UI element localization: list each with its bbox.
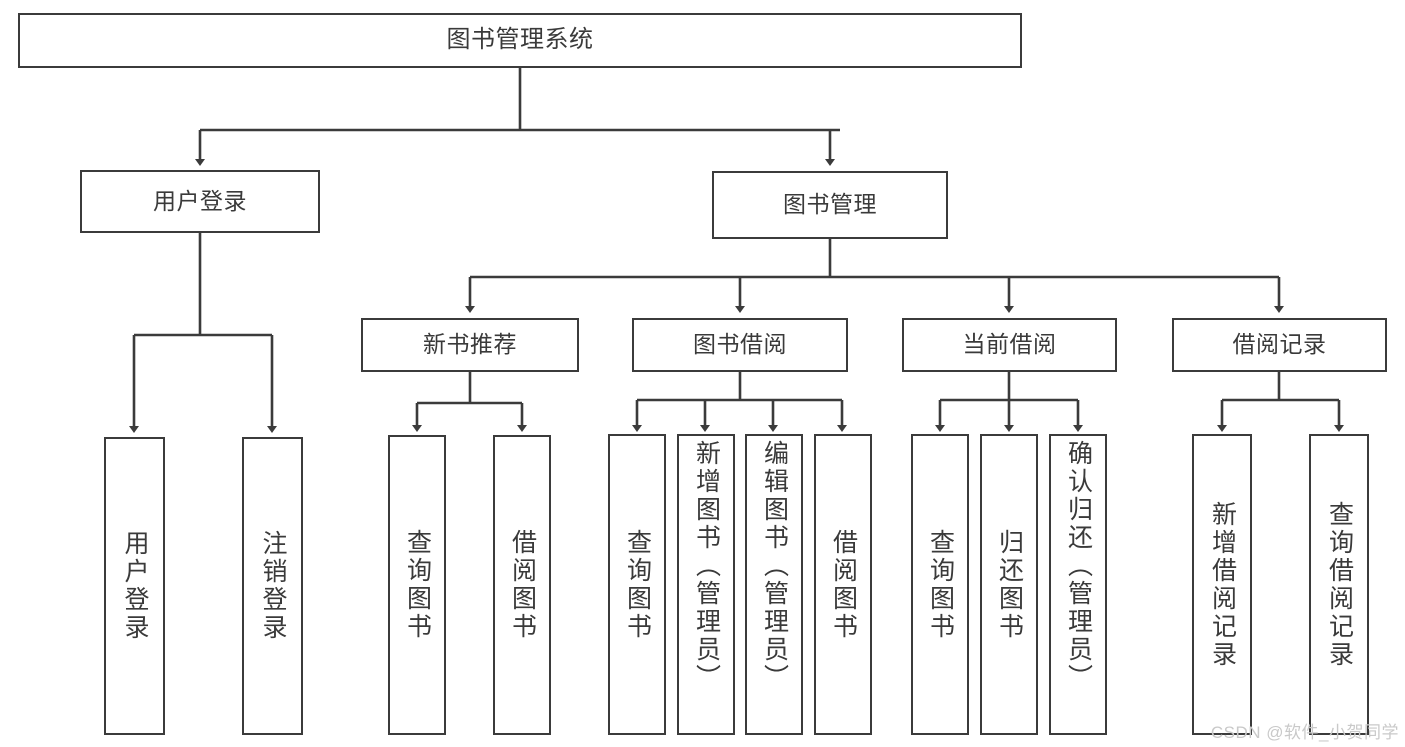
leaf-edit-book-admin[interactable]: 编辑图书（管理员） xyxy=(745,434,803,735)
leaf-add-borrow-record[interactable]: 新增借阅记录 xyxy=(1192,434,1252,735)
node-label: 查询图书 xyxy=(623,528,652,641)
leaf-logout[interactable]: 注销登录 xyxy=(242,437,303,735)
leaf-add-book-admin[interactable]: 新增图书（管理员） xyxy=(677,434,735,735)
node-label: 新书推荐 xyxy=(423,331,517,358)
node-label: 编辑图书（管理员） xyxy=(760,440,789,692)
leaf-borrow-book-recommend[interactable]: 借阅图书 xyxy=(493,435,551,735)
node-label: 当前借阅 xyxy=(962,331,1057,358)
leaf-query-borrow-record[interactable]: 查询借阅记录 xyxy=(1309,434,1369,735)
node-book-borrowing[interactable]: 图书借阅 xyxy=(632,318,848,372)
leaf-query-book-recommend[interactable]: 查询图书 xyxy=(388,435,446,735)
node-label: 新增借阅记录 xyxy=(1208,500,1237,669)
node-label: 图书管理 xyxy=(783,191,877,218)
leaf-query-book-current[interactable]: 查询图书 xyxy=(911,434,969,735)
leaf-user-login[interactable]: 用户登录 xyxy=(104,437,165,735)
node-label: 查询图书 xyxy=(926,528,955,641)
node-book-management[interactable]: 图书管理 xyxy=(712,171,948,239)
node-label: 借阅记录 xyxy=(1232,331,1327,358)
leaf-borrow-book[interactable]: 借阅图书 xyxy=(814,434,872,735)
node-label: 查询借阅记录 xyxy=(1325,500,1354,669)
leaf-confirm-return-admin[interactable]: 确认归还（管理员） xyxy=(1049,434,1107,735)
csdn-watermark: CSDN @软件_小贺同学 xyxy=(1210,723,1399,742)
node-root-book-management-system[interactable]: 图书管理系统 xyxy=(18,13,1022,68)
node-label: 归还图书 xyxy=(995,528,1024,641)
node-label: 用户登录 xyxy=(153,187,247,214)
node-label: 图书管理系统 xyxy=(446,26,594,54)
node-label: 查询图书 xyxy=(403,529,432,641)
node-label: 借阅图书 xyxy=(508,529,537,641)
node-label: 图书借阅 xyxy=(693,331,787,358)
node-label: 新增图书（管理员） xyxy=(692,440,721,692)
node-new-book-recommendation[interactable]: 新书推荐 xyxy=(361,318,579,372)
leaf-query-book-borrow[interactable]: 查询图书 xyxy=(608,434,666,735)
node-label: 注销登录 xyxy=(259,530,287,642)
node-current-borrowing[interactable]: 当前借阅 xyxy=(902,318,1117,372)
node-borrowing-record[interactable]: 借阅记录 xyxy=(1172,318,1387,372)
node-user-login[interactable]: 用户登录 xyxy=(80,170,320,233)
leaf-return-book[interactable]: 归还图书 xyxy=(980,434,1038,735)
node-label: 借阅图书 xyxy=(829,528,858,641)
node-label: 确认归还（管理员） xyxy=(1064,440,1093,692)
node-label: 用户登录 xyxy=(121,530,149,642)
